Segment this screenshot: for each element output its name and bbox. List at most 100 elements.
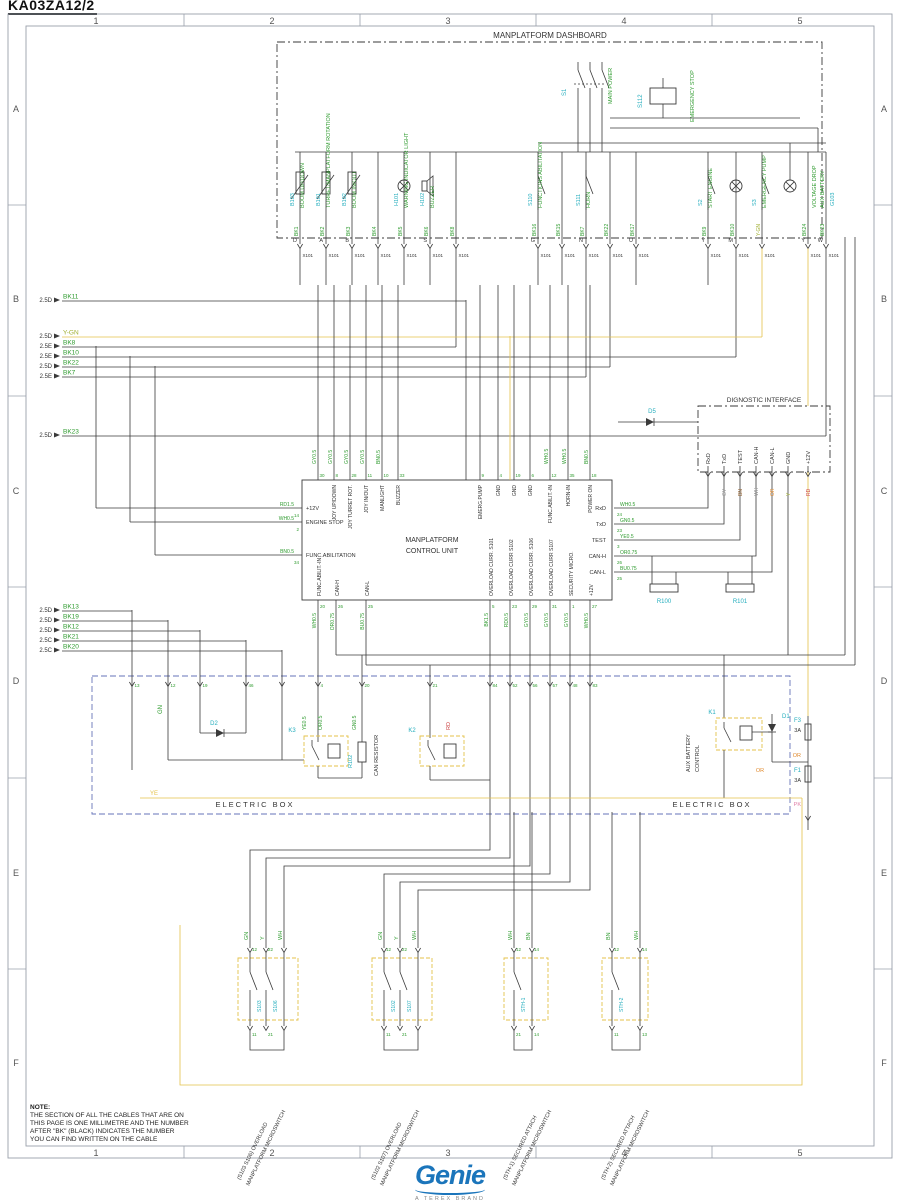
pin-number: 12 <box>516 947 522 952</box>
wire <box>577 69 586 89</box>
pin-letter: D <box>293 238 297 244</box>
connector-ref: X101 <box>765 253 776 258</box>
wire <box>399 812 571 948</box>
diagnostic-box <box>697 405 831 473</box>
pin-function: CAN-H <box>754 447 760 464</box>
pin-number: 4 <box>500 473 503 478</box>
pin-number: 28 <box>352 473 358 478</box>
pin-number: 22 <box>402 947 408 952</box>
pin-number: 11 <box>252 1032 257 1037</box>
wire-label: Y <box>394 936 400 940</box>
connector-arrow-icon <box>415 1025 421 1032</box>
pin-number: 21 <box>516 1032 522 1037</box>
entry-arrow-icon <box>54 432 60 438</box>
wire-label: Y-GN <box>63 330 79 337</box>
pin-number: 13 <box>642 1032 648 1037</box>
connector-arrow-icon <box>427 681 433 688</box>
connector-arrow-icon <box>633 243 639 250</box>
component-label: WARNING INDICATOR LIGHT <box>404 132 410 208</box>
wire <box>383 1030 419 1051</box>
wire-label: BK22 <box>604 224 610 236</box>
pin-number: 25 <box>617 576 623 581</box>
pin-letter: U <box>629 238 633 244</box>
wire-size: 2.5E <box>40 354 52 360</box>
wire-label: BK1.5 <box>484 613 490 627</box>
label: S112 <box>638 94 644 108</box>
pin-function: CAN-H <box>589 554 606 560</box>
wire-label: YE0.5 <box>620 534 634 540</box>
label: F3 <box>794 718 802 724</box>
wire-label: BK19 <box>63 614 79 621</box>
grid-row-label: C <box>13 486 20 496</box>
connector-arrow-icon <box>529 1025 535 1032</box>
connector-ref: X101 <box>433 253 444 258</box>
connector-arrow-icon <box>349 243 355 250</box>
pin-function: SECURITY MICRO. <box>569 551 575 596</box>
wire-label: BU0.75 <box>360 613 366 630</box>
wire-label: BN0.5 <box>280 549 294 555</box>
pin-number: 33 <box>400 473 406 478</box>
connector-ref: X101 <box>381 253 392 258</box>
wire <box>614 472 741 541</box>
component-ref: STH-2 <box>619 997 625 1012</box>
note-block: NOTE: THE SECTION OF ALL THE CABLES THAT… <box>30 1104 240 1144</box>
pin-letter: Y <box>801 238 805 244</box>
wire <box>179 798 803 1086</box>
grid-col-label: 2 <box>269 1148 274 1158</box>
label: S1 <box>562 88 568 96</box>
pin-number: 25 <box>368 604 374 609</box>
connector-arrow-icon <box>281 1025 287 1032</box>
entry-arrow-icon <box>54 373 60 379</box>
entry-arrow-icon <box>54 627 60 633</box>
connector-arrow-icon <box>453 243 459 250</box>
resistor-icon <box>725 583 755 593</box>
wire <box>249 1030 285 1051</box>
wire <box>249 971 258 991</box>
label: PK <box>794 802 802 808</box>
connector-arrow-icon <box>805 471 811 478</box>
wire-label: BK21 <box>63 634 79 641</box>
pin-number: 2 <box>296 527 299 532</box>
connector-ref: X101 <box>329 253 340 258</box>
entry-arrow-icon <box>54 363 60 369</box>
wire-label: OR <box>770 488 776 496</box>
pin-number: 14 <box>534 1032 540 1037</box>
wire <box>513 1030 533 1051</box>
label: 3A <box>794 778 801 784</box>
wire-label: BK5 <box>398 226 404 236</box>
component-label: VOLTAGE DROP <box>812 165 818 208</box>
grid-row-label: F <box>881 1058 887 1068</box>
pin-number: 12 <box>252 947 258 952</box>
genie-logo-subtext: A TEREX BRAND <box>415 1196 485 1200</box>
pin-letter: Y <box>701 238 705 244</box>
label: 3A <box>794 728 801 734</box>
grid-row-label: E <box>13 868 19 878</box>
pin-letter: B <box>345 238 349 244</box>
pin-function: +12V <box>806 451 812 464</box>
wire-label: GY0.5 <box>360 450 366 464</box>
pin-function: FUNC.ABILITATION <box>306 553 356 559</box>
pin-function: GND <box>528 485 534 497</box>
diode-icon <box>646 418 654 426</box>
connector-arrow-icon <box>165 681 171 688</box>
wire-label: GN <box>244 932 250 940</box>
wire-label: WH <box>508 931 514 940</box>
label: D2 <box>210 721 218 727</box>
wire-label: WH <box>754 487 760 496</box>
wire <box>611 1030 641 1051</box>
pin-function: FUNC.ABILIT.-IN <box>548 485 554 523</box>
label: YE0.5 <box>302 716 308 730</box>
connector-arrow-icon <box>297 243 303 250</box>
pin-letter: A <box>319 238 323 244</box>
pin-number: 34 <box>294 560 300 565</box>
note-line: AFTER "BK" (BLACK) INDICATES THE NUMBER <box>30 1128 175 1135</box>
pin-number: 29 <box>532 604 538 609</box>
wire-label: BK22 <box>63 360 79 367</box>
wire-label: BK11 <box>63 294 79 301</box>
component-ref: H101 <box>394 193 400 206</box>
component-ref: S3 <box>752 199 758 206</box>
electric-box-label: ELECTRIC BOX <box>215 800 294 809</box>
wire-size: 2.5D <box>39 433 52 439</box>
wire <box>614 472 725 525</box>
connector-arrow-icon <box>397 1025 403 1032</box>
